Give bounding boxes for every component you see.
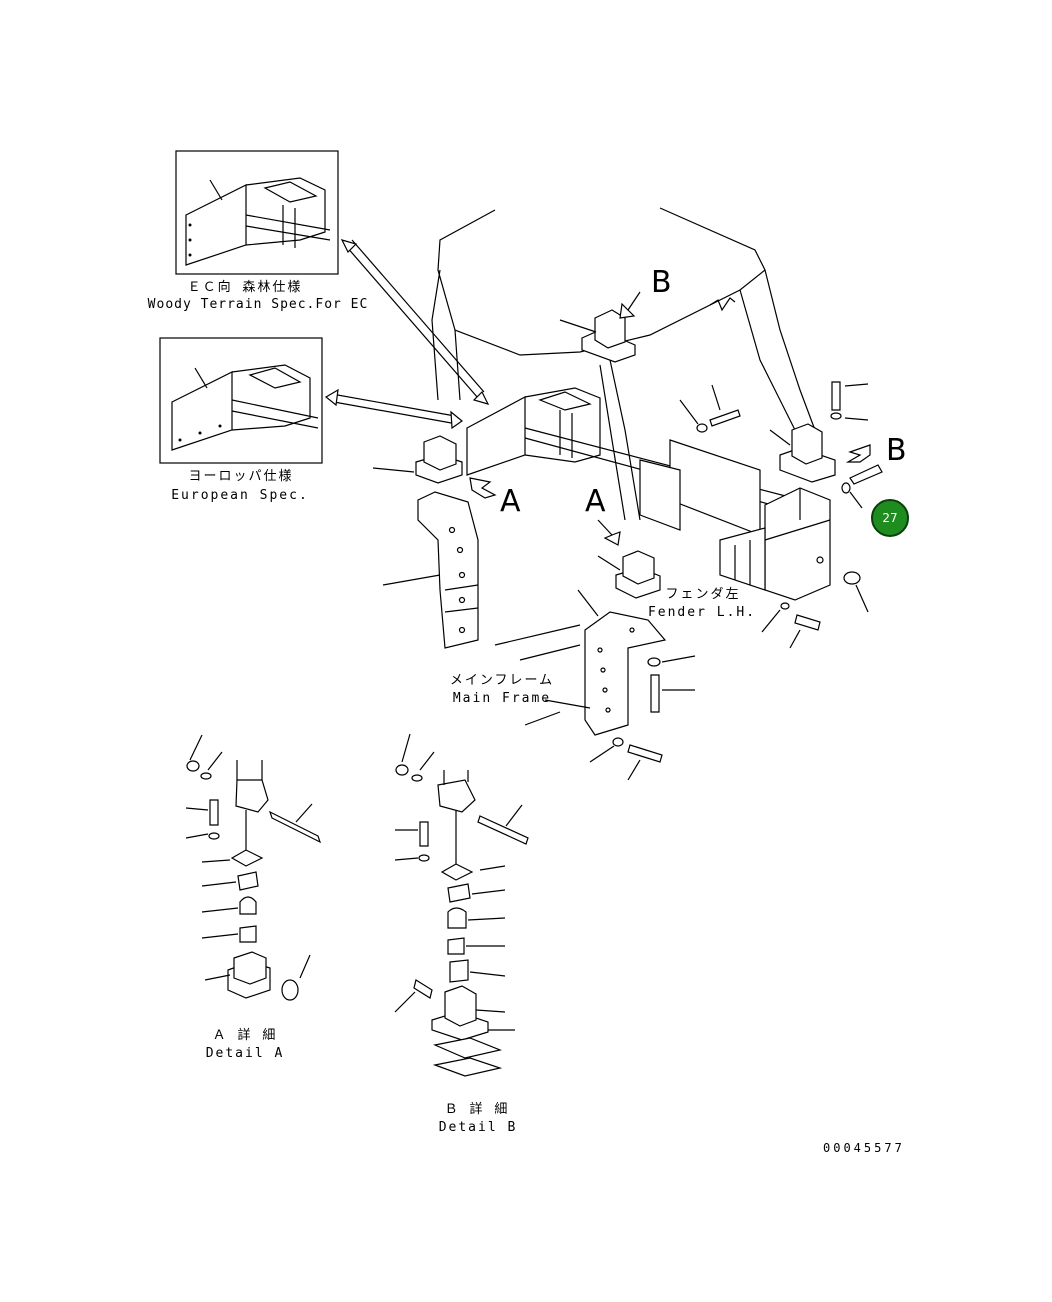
detail-a-label-en: Detail A — [205, 1046, 285, 1061]
detail-a-label-jp: Ａ 詳 細 — [212, 1028, 278, 1043]
view-a-marker-center: A — [585, 484, 606, 519]
mount-b-top — [559, 309, 636, 363]
detail-a-exploded — [185, 734, 322, 1001]
eu-spec-label-jp: ヨーロッパ仕様 — [188, 469, 294, 484]
view-b-marker-top: B — [651, 265, 672, 300]
detail-b-label-en: Detail B — [438, 1120, 518, 1135]
ec-spec-label-jp: ＥＣ向 森林仕様 — [187, 280, 303, 295]
inset-european-spec — [159, 337, 323, 464]
double-arrow-ec — [340, 239, 490, 405]
detail-b-label-jp: Ｂ 詳 細 — [444, 1102, 510, 1117]
detail-b-exploded — [394, 733, 529, 1077]
mount-b-right — [769, 423, 836, 483]
view-arrows — [469, 291, 871, 546]
eu-spec-label-en: European Spec. — [171, 488, 309, 503]
fender-label-jp: フェンダ左 — [665, 587, 741, 602]
main-frame-beam — [466, 387, 831, 601]
mount-a-center — [597, 550, 661, 599]
mount-a-left — [372, 435, 463, 484]
hardware-bolts — [589, 381, 883, 781]
fender-lh-bracket — [494, 589, 667, 736]
inset-ec-woody-terrain — [175, 150, 339, 275]
view-a-marker-left: A — [500, 484, 521, 519]
fender-bracket — [382, 491, 479, 649]
double-arrow-eu — [324, 388, 463, 430]
main-frame-label-en: Main Frame — [452, 691, 552, 706]
cab-outline — [431, 207, 816, 521]
view-b-marker-right: B — [886, 433, 907, 468]
ec-spec-label-en: Woody Terrain Spec.For EC — [147, 297, 369, 312]
fender-label-en: Fender L.H. — [647, 605, 757, 620]
main-frame-label-jp: メインフレーム — [449, 673, 555, 688]
part-callout-27[interactable]: 27 — [871, 499, 909, 537]
drawing-number: 00045577 — [823, 1141, 905, 1155]
